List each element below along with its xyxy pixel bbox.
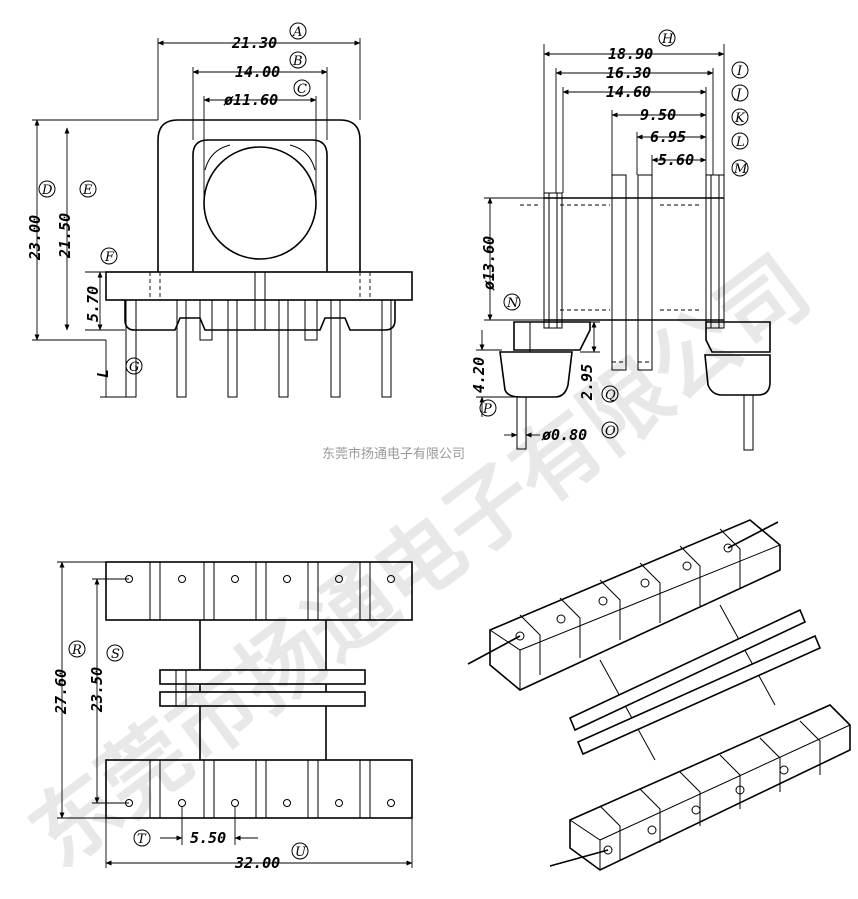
dim-h-value: 18.90 bbox=[608, 45, 653, 63]
svg-text:N: N bbox=[506, 296, 519, 311]
svg-text:Q: Q bbox=[605, 388, 616, 403]
label-i: I bbox=[731, 61, 749, 79]
svg-text:C: C bbox=[297, 82, 307, 97]
svg-text:K: K bbox=[734, 111, 746, 126]
label-e: E bbox=[79, 180, 97, 198]
dim-l-value: 6.95 bbox=[650, 128, 686, 146]
svg-text:B: B bbox=[292, 54, 303, 69]
dim-f-value: 5.70 bbox=[84, 286, 102, 322]
label-p: P bbox=[479, 399, 497, 417]
dim-m-value: 5.60 bbox=[658, 151, 694, 169]
svg-text:S: S bbox=[111, 647, 120, 662]
side-view: 18.90 16.30 14.60 9.50 6.95 5.60 ø13.60 … bbox=[470, 29, 771, 451]
svg-text:D: D bbox=[41, 183, 53, 198]
svg-text:P: P bbox=[482, 402, 492, 417]
svg-text:G: G bbox=[129, 360, 139, 375]
label-q: Q bbox=[601, 385, 619, 403]
label-a: A bbox=[289, 22, 307, 40]
dim-r-value: 27.60 bbox=[52, 669, 70, 715]
label-c: C bbox=[293, 79, 311, 97]
company-caption: 东莞市扬通电子有限公司 bbox=[322, 446, 465, 462]
dim-n-value: ø13.60 bbox=[480, 236, 498, 291]
dim-a-value: 21.30 bbox=[231, 34, 277, 52]
dim-t-value: 5.50 bbox=[190, 829, 226, 847]
label-k: K bbox=[731, 108, 749, 126]
label-u: U bbox=[291, 842, 309, 860]
bottom-view: 27.60 23.50 5.50 32.00 R S T U bbox=[52, 561, 413, 872]
front-view: 21.30 14.00 ø11.60 23.00 21.50 5.70 L A … bbox=[26, 22, 413, 398]
svg-text:H: H bbox=[661, 32, 674, 47]
label-n: N bbox=[503, 293, 521, 311]
dim-o-value: ø0.80 bbox=[541, 426, 587, 444]
label-m: M bbox=[731, 159, 749, 177]
label-j: J bbox=[731, 84, 749, 102]
svg-text:R: R bbox=[71, 643, 82, 658]
dim-p-value: 4.20 bbox=[470, 357, 488, 393]
svg-text:E: E bbox=[82, 183, 93, 198]
svg-text:F: F bbox=[104, 250, 115, 265]
svg-text:A: A bbox=[292, 25, 302, 40]
svg-text:O: O bbox=[605, 424, 616, 439]
label-r: R bbox=[68, 640, 86, 658]
dim-i-value: 16.30 bbox=[606, 64, 651, 82]
label-d: D bbox=[38, 180, 56, 198]
svg-text:J: J bbox=[733, 87, 742, 102]
dim-s-value: 23.50 bbox=[88, 667, 106, 713]
dim-d-value: 23.00 bbox=[26, 215, 44, 261]
label-h: H bbox=[658, 29, 676, 47]
dim-j-value: 14.60 bbox=[606, 83, 651, 101]
svg-text:I: I bbox=[736, 64, 743, 79]
label-g: G bbox=[125, 357, 143, 375]
svg-text:T: T bbox=[137, 832, 147, 847]
label-s: S bbox=[106, 644, 124, 662]
dim-b-value: 14.00 bbox=[235, 63, 280, 81]
dim-u-value: 32.00 bbox=[234, 854, 280, 872]
dim-k-value: 9.50 bbox=[640, 106, 676, 124]
label-l: L bbox=[731, 132, 749, 150]
svg-text:L: L bbox=[735, 135, 745, 150]
svg-text:U: U bbox=[295, 845, 307, 860]
dim-e-value: 21.50 bbox=[56, 213, 74, 259]
label-f: F bbox=[100, 247, 118, 265]
label-o: O bbox=[601, 421, 619, 439]
dim-g-value: L bbox=[94, 369, 112, 378]
dim-q-value: 2.95 bbox=[578, 364, 596, 401]
label-t: T bbox=[133, 829, 151, 847]
svg-text:M: M bbox=[733, 162, 748, 177]
isometric-view bbox=[467, 519, 851, 871]
dim-c-value: ø11.60 bbox=[223, 91, 278, 109]
label-b: B bbox=[289, 51, 307, 69]
